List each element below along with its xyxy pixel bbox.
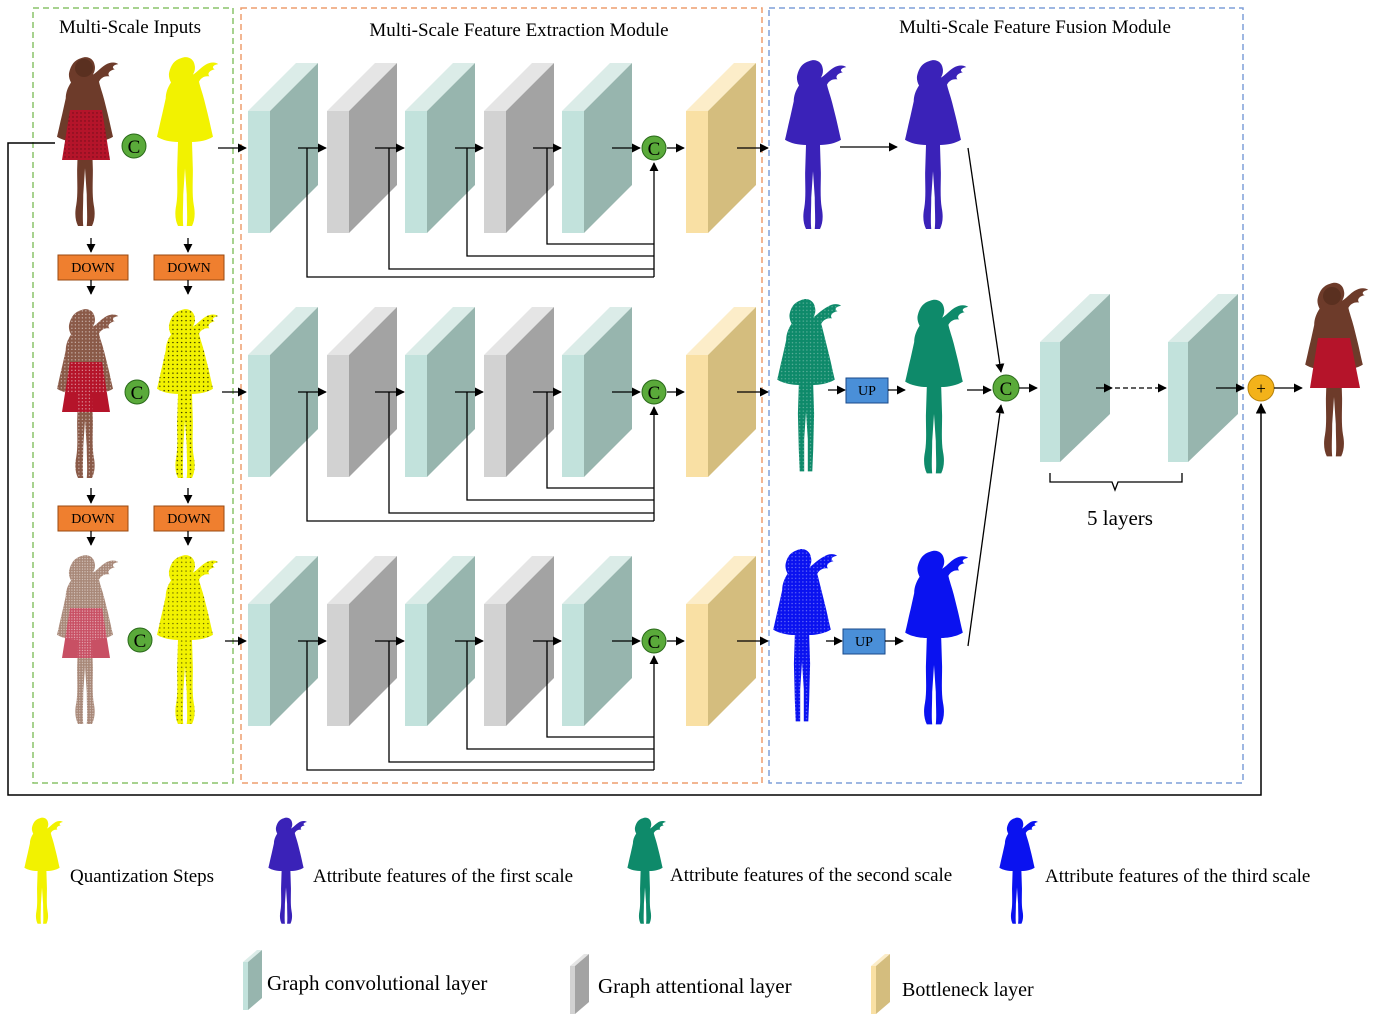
- down-box: [57, 505, 129, 532]
- quantization-map-2: [157, 309, 219, 478]
- legend-quantization: Quantization Steps: [24, 817, 214, 924]
- fusion-scale-1: [785, 60, 967, 229]
- extraction-module-title: Multi-Scale Feature Extraction Module: [369, 20, 668, 41]
- legend-gcn-text: Graph convolutional layer: [267, 971, 487, 995]
- first-scale-features-input: [785, 60, 847, 229]
- inputs-module-frame: [32, 7, 234, 784]
- graph-conv-layer: [248, 63, 318, 233]
- concat-op: [121, 133, 147, 159]
- graph-conv-layer: [562, 63, 632, 233]
- extraction-rows: C C C: [218, 63, 769, 771]
- quantization-map-1: [157, 57, 219, 226]
- fusion-gcn-layer-last: [1168, 294, 1238, 462]
- graph-conv-layer: [405, 556, 475, 726]
- fusion-module-frame: [768, 7, 1244, 784]
- graph-attn-layer: [327, 556, 397, 726]
- output-point-cloud: [1305, 282, 1369, 457]
- input-scale-2: C: [57, 309, 219, 478]
- down-label: DOWN: [71, 512, 115, 527]
- fusion-scale-2: UP: [777, 298, 992, 474]
- graph-conv-layer: [405, 307, 475, 477]
- input-point-cloud-3: [57, 555, 119, 724]
- concat-label: C: [128, 137, 141, 158]
- legend-bottleneck: Bottleneck layer: [871, 954, 1034, 1014]
- first-scale-swatch: [268, 817, 307, 924]
- inputs-module-title: Multi-Scale Inputs: [59, 17, 201, 38]
- third-scale-swatch: [999, 817, 1038, 924]
- legend-quantization-text: Quantization Steps: [70, 866, 214, 887]
- graph-attn-layer: [484, 307, 554, 477]
- legend-first-scale-text: Attribute features of the first scale: [313, 866, 573, 887]
- bottleneck-layer: [686, 556, 756, 726]
- legend-gcn: Graph convolutional layer: [243, 950, 487, 1010]
- legend-gat-text: Graph attentional layer: [598, 974, 792, 998]
- legend-third-scale: Attribute features of the third scale: [999, 817, 1310, 924]
- concat-op: [641, 379, 667, 405]
- residual-add-label: +: [1256, 379, 1266, 398]
- legend-bottleneck-text: Bottleneck layer: [902, 979, 1034, 1001]
- down-label: DOWN: [71, 261, 115, 276]
- fusion-scale-3: UP: [773, 548, 969, 725]
- bottleneck-layer: [686, 63, 756, 233]
- bottleneck-layer: [686, 307, 756, 477]
- legend-second-scale-text: Attribute features of the second scale: [670, 865, 952, 886]
- concat-label: C: [648, 139, 661, 160]
- legend-third-scale-text: Attribute features of the third scale: [1045, 866, 1310, 887]
- graph-attn-layer: [484, 556, 554, 726]
- extraction-row-3: C: [225, 556, 769, 771]
- graph-conv-layer: [562, 556, 632, 726]
- concat-op: [641, 628, 667, 654]
- concat-label: C: [131, 383, 144, 404]
- up-label: UP: [858, 384, 876, 399]
- down-box: [153, 505, 225, 532]
- layers-brace: [1049, 473, 1183, 492]
- legend-second-scale: Attribute features of the second scale: [627, 817, 952, 924]
- skip-connection: [7, 142, 1267, 796]
- second-scale-swatch: [627, 817, 666, 924]
- legend: Quantization Steps Attribute features of…: [24, 817, 1310, 1014]
- first-scale-features-output: [905, 60, 967, 229]
- up-box: [842, 628, 886, 655]
- concat-label: C: [648, 632, 661, 653]
- input-scale-3: C: [57, 555, 219, 724]
- extraction-row-2: C: [222, 307, 769, 522]
- concat-op: [124, 379, 150, 405]
- second-scale-features-output: [905, 299, 969, 474]
- graph-conv-layer: [248, 556, 318, 726]
- input-point-cloud-1: [57, 57, 119, 226]
- down-box: [57, 254, 129, 281]
- down-box: [153, 254, 225, 281]
- fusion-concat-label: C: [1000, 379, 1013, 400]
- down-label: DOWN: [167, 261, 211, 276]
- graph-attn-layer: [484, 63, 554, 233]
- quantization-map-3: [157, 555, 219, 724]
- concat-op: [641, 135, 667, 161]
- graph-conv-layer: [248, 307, 318, 477]
- graph-attn-layer: [327, 63, 397, 233]
- graph-attn-layer: [327, 307, 397, 477]
- concat-op: [127, 627, 153, 653]
- legend-gat: Graph attentional layer: [570, 954, 792, 1014]
- fusion-module-title: Multi-Scale Feature Fusion Module: [899, 17, 1171, 38]
- down-label: DOWN: [167, 512, 211, 527]
- third-scale-features-output: [905, 550, 969, 725]
- input-scale-1: C: [57, 57, 219, 226]
- layers-count-label: 5 layers: [1087, 506, 1153, 530]
- concat-label: C: [648, 383, 661, 404]
- quantization-swatch: [24, 817, 63, 924]
- legend-first-scale: Attribute features of the first scale: [268, 817, 573, 924]
- graph-conv-layer: [562, 307, 632, 477]
- fusion-gcn-layer-first: [1040, 294, 1110, 462]
- up-label: UP: [855, 635, 873, 650]
- concat-label: C: [134, 631, 147, 652]
- extraction-row-1: C: [218, 63, 769, 278]
- graph-conv-layer: [405, 63, 475, 233]
- downsample-ops: DOWN DOWN DOWN DOWN: [57, 238, 225, 546]
- input-point-cloud-2: [57, 309, 119, 478]
